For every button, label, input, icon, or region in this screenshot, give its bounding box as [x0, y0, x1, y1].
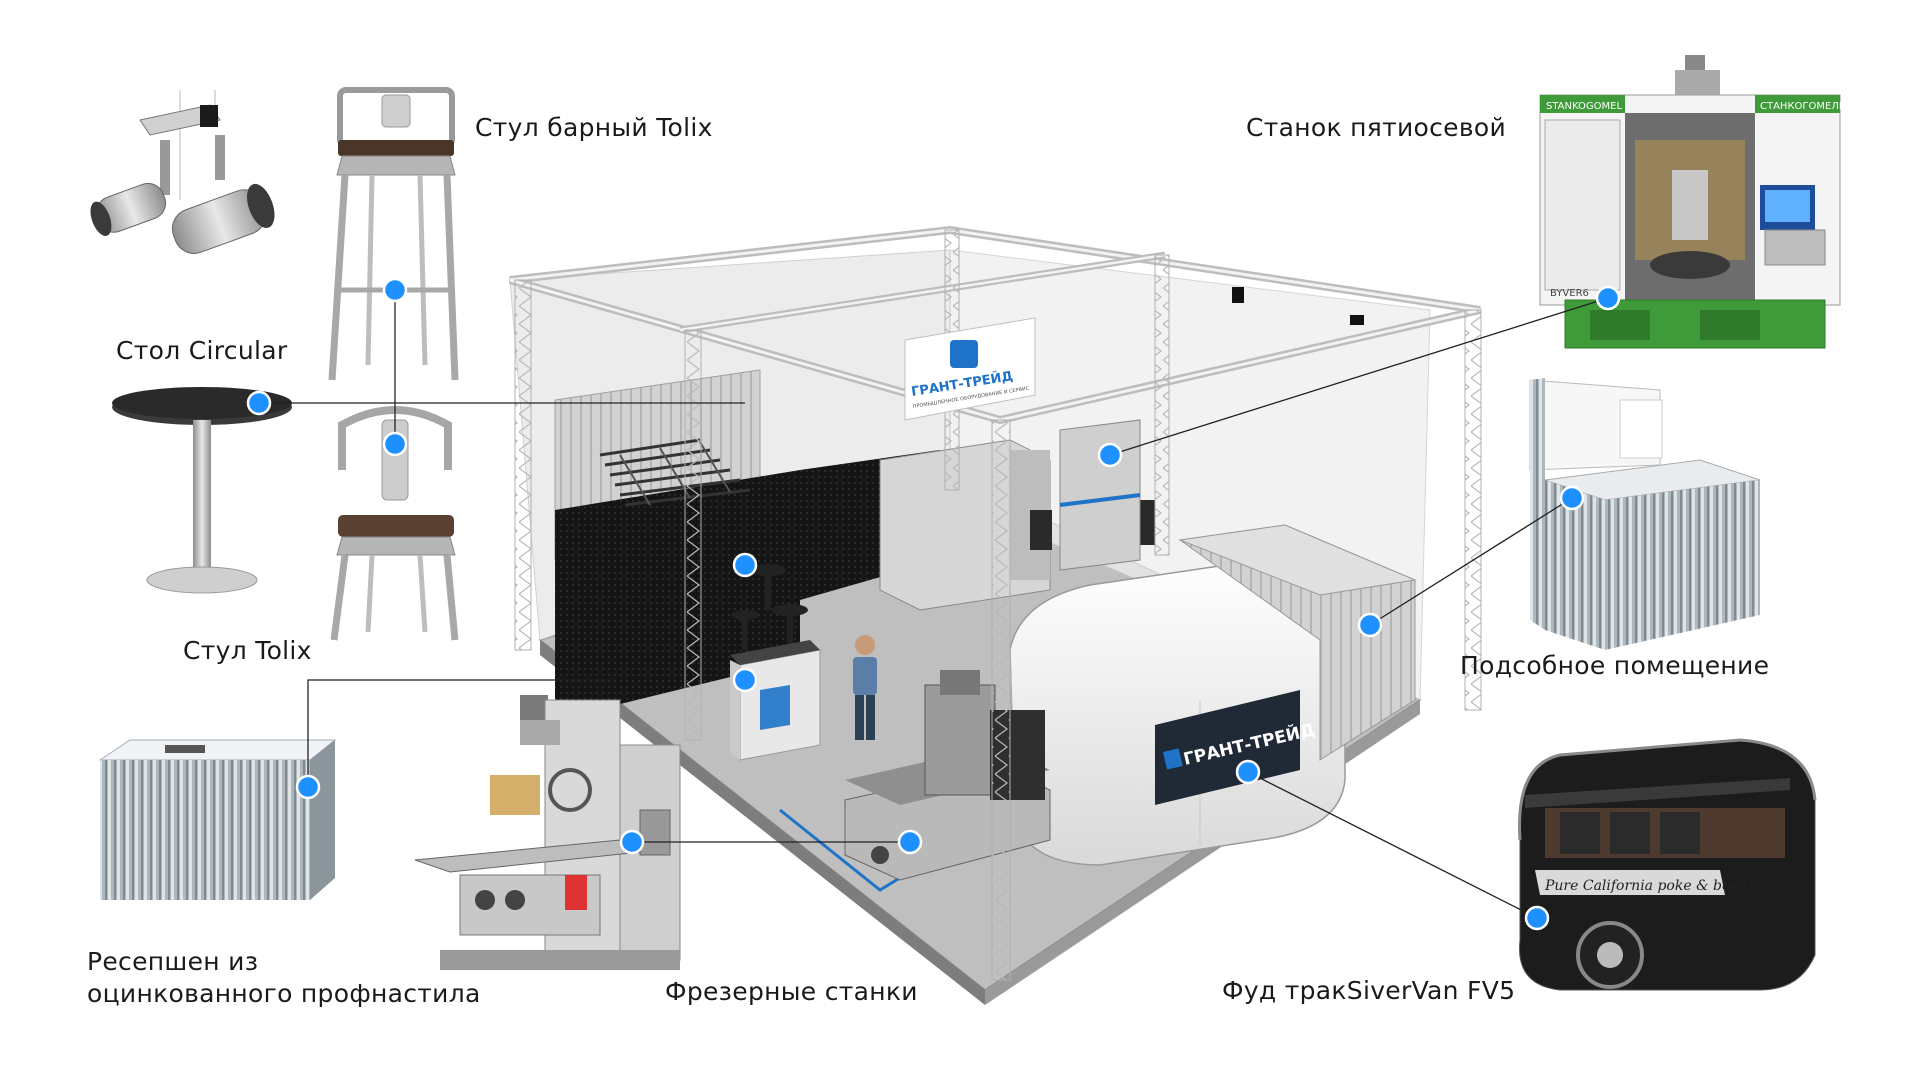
marker-stand-bar-area — [732, 552, 758, 578]
label-milling: Фрезерные станки — [665, 977, 918, 1006]
label-chair: Стул Tolix — [183, 636, 312, 665]
bar-stool-picture — [328, 87, 459, 381]
utility-room-picture — [1529, 378, 1761, 650]
marker-stand-reception — [732, 667, 758, 693]
marker-stand-food-truck — [1235, 759, 1261, 785]
exhibition-stand: ГРАНТ-ТРЕЙД — [508, 225, 1482, 1005]
label-reception-line2: оцинкованного профнастила — [87, 979, 481, 1008]
marker-five-axis — [1595, 285, 1621, 311]
leader-lines — [259, 290, 1609, 919]
label-reception-line1: Ресепшен из — [87, 947, 259, 976]
machine-panel-right: СТАНКОГОМЕЛЬ — [1760, 101, 1846, 112]
label-food-truck: Фуд тракSiverVan FV5 — [1222, 976, 1516, 1005]
track-spotlight-picture — [90, 90, 275, 254]
label-bar-stool: Стул барный Tolix — [475, 113, 713, 142]
label-table: Стол Circular — [116, 336, 288, 365]
label-five-axis: Станок пятиосевой — [1246, 113, 1507, 142]
marker-stand-utility — [1357, 612, 1383, 638]
label-reception: Ресепшен из оцинкованного профнастила — [87, 946, 517, 1010]
reception-desk-picture — [98, 739, 337, 900]
markers — [246, 277, 1621, 931]
round-table-picture — [112, 387, 292, 594]
food-truck-picture: Pure California poke & bowls — [1518, 738, 1817, 991]
leader-utility — [1369, 497, 1573, 626]
leader-five-axis — [1109, 297, 1609, 456]
leader-reception — [307, 679, 610, 787]
food-truck-text: Pure California poke & bowls — [1544, 878, 1754, 894]
machine-panel-left: STANKOGOMEL — [1546, 101, 1622, 112]
marker-utility-room — [1559, 485, 1585, 511]
machine-model-label: BYVER6 — [1550, 288, 1589, 299]
marker-stand-milling — [897, 829, 923, 855]
marker-food-truck — [1524, 905, 1550, 931]
label-utility-room: Подсобное помещение — [1460, 651, 1770, 680]
marker-chair — [382, 431, 408, 457]
milling-machine-picture — [414, 695, 681, 970]
marker-milling — [619, 829, 645, 855]
marker-table — [246, 390, 272, 416]
five-axis-machine-picture: STANKOGOMEL СТАНКОГОМЕЛЬ BYVER6 — [1539, 55, 1846, 349]
leader-food-truck — [1247, 771, 1538, 919]
marker-reception — [295, 774, 321, 800]
marker-stand-five-axis — [1097, 442, 1123, 468]
marker-bar-stool — [382, 277, 408, 303]
